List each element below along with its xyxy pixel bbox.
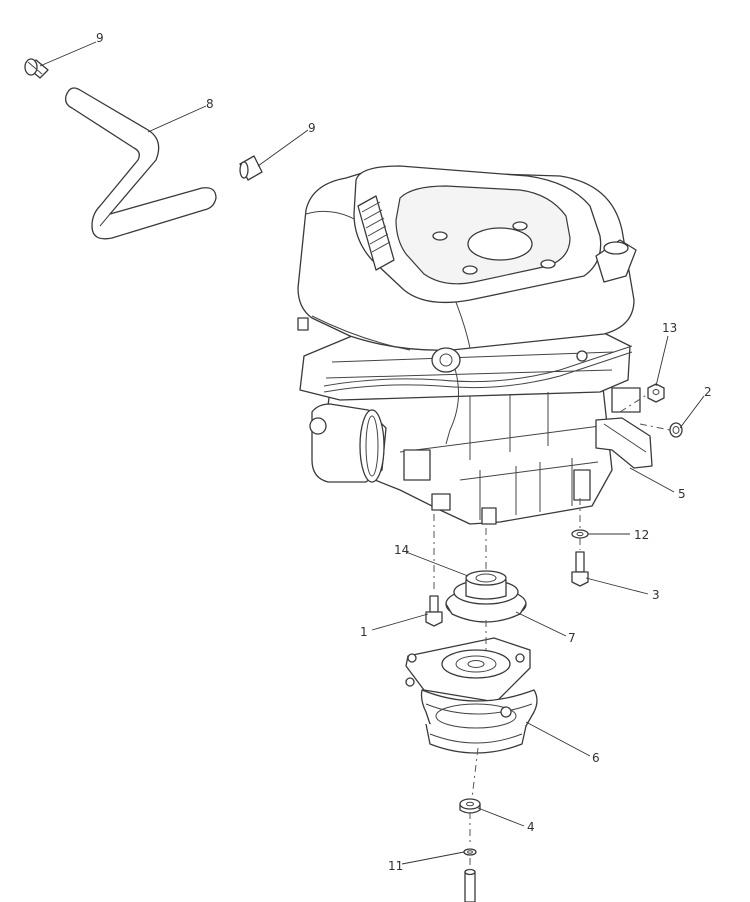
clutch-part-6 (405, 637, 538, 754)
spacer-part-2 (669, 422, 683, 438)
callout-6: 6 (592, 751, 600, 765)
pulley-part-7 (445, 570, 527, 623)
nut-part-13 (647, 383, 665, 403)
callout-labels: 9 8 9 13 2 5 12 14 3 1 7 6 4 11 (96, 31, 712, 873)
bolt-part-1 (425, 595, 443, 627)
callout-14: 14 (394, 543, 409, 557)
callout-8: 8 (206, 97, 214, 111)
callout-7: 7 (568, 631, 576, 645)
assembly-axes (433, 393, 671, 870)
callout-9-center: 9 (308, 121, 316, 135)
leader-lines (39, 41, 705, 865)
washer-part-11 (463, 848, 477, 856)
engine-assembly (297, 165, 653, 525)
hose-clamp-part-9-center (239, 155, 263, 181)
callout-4: 4 (527, 820, 535, 834)
callout-5: 5 (678, 487, 686, 501)
hose-part-8 (64, 87, 217, 240)
callout-2: 2 (704, 385, 712, 399)
callout-13: 13 (662, 321, 677, 335)
callout-12: 12 (634, 528, 649, 542)
callout-3: 3 (652, 588, 660, 602)
spacer-part-4 (459, 798, 481, 814)
center-bolt (464, 868, 476, 902)
hose-clamp-part-9-left (24, 58, 49, 79)
callout-1: 1 (360, 625, 368, 639)
bolt-part-3 (571, 551, 589, 587)
callout-11: 11 (388, 859, 403, 873)
washer-part-12 (571, 529, 589, 539)
callout-9-upper: 9 (96, 31, 104, 45)
